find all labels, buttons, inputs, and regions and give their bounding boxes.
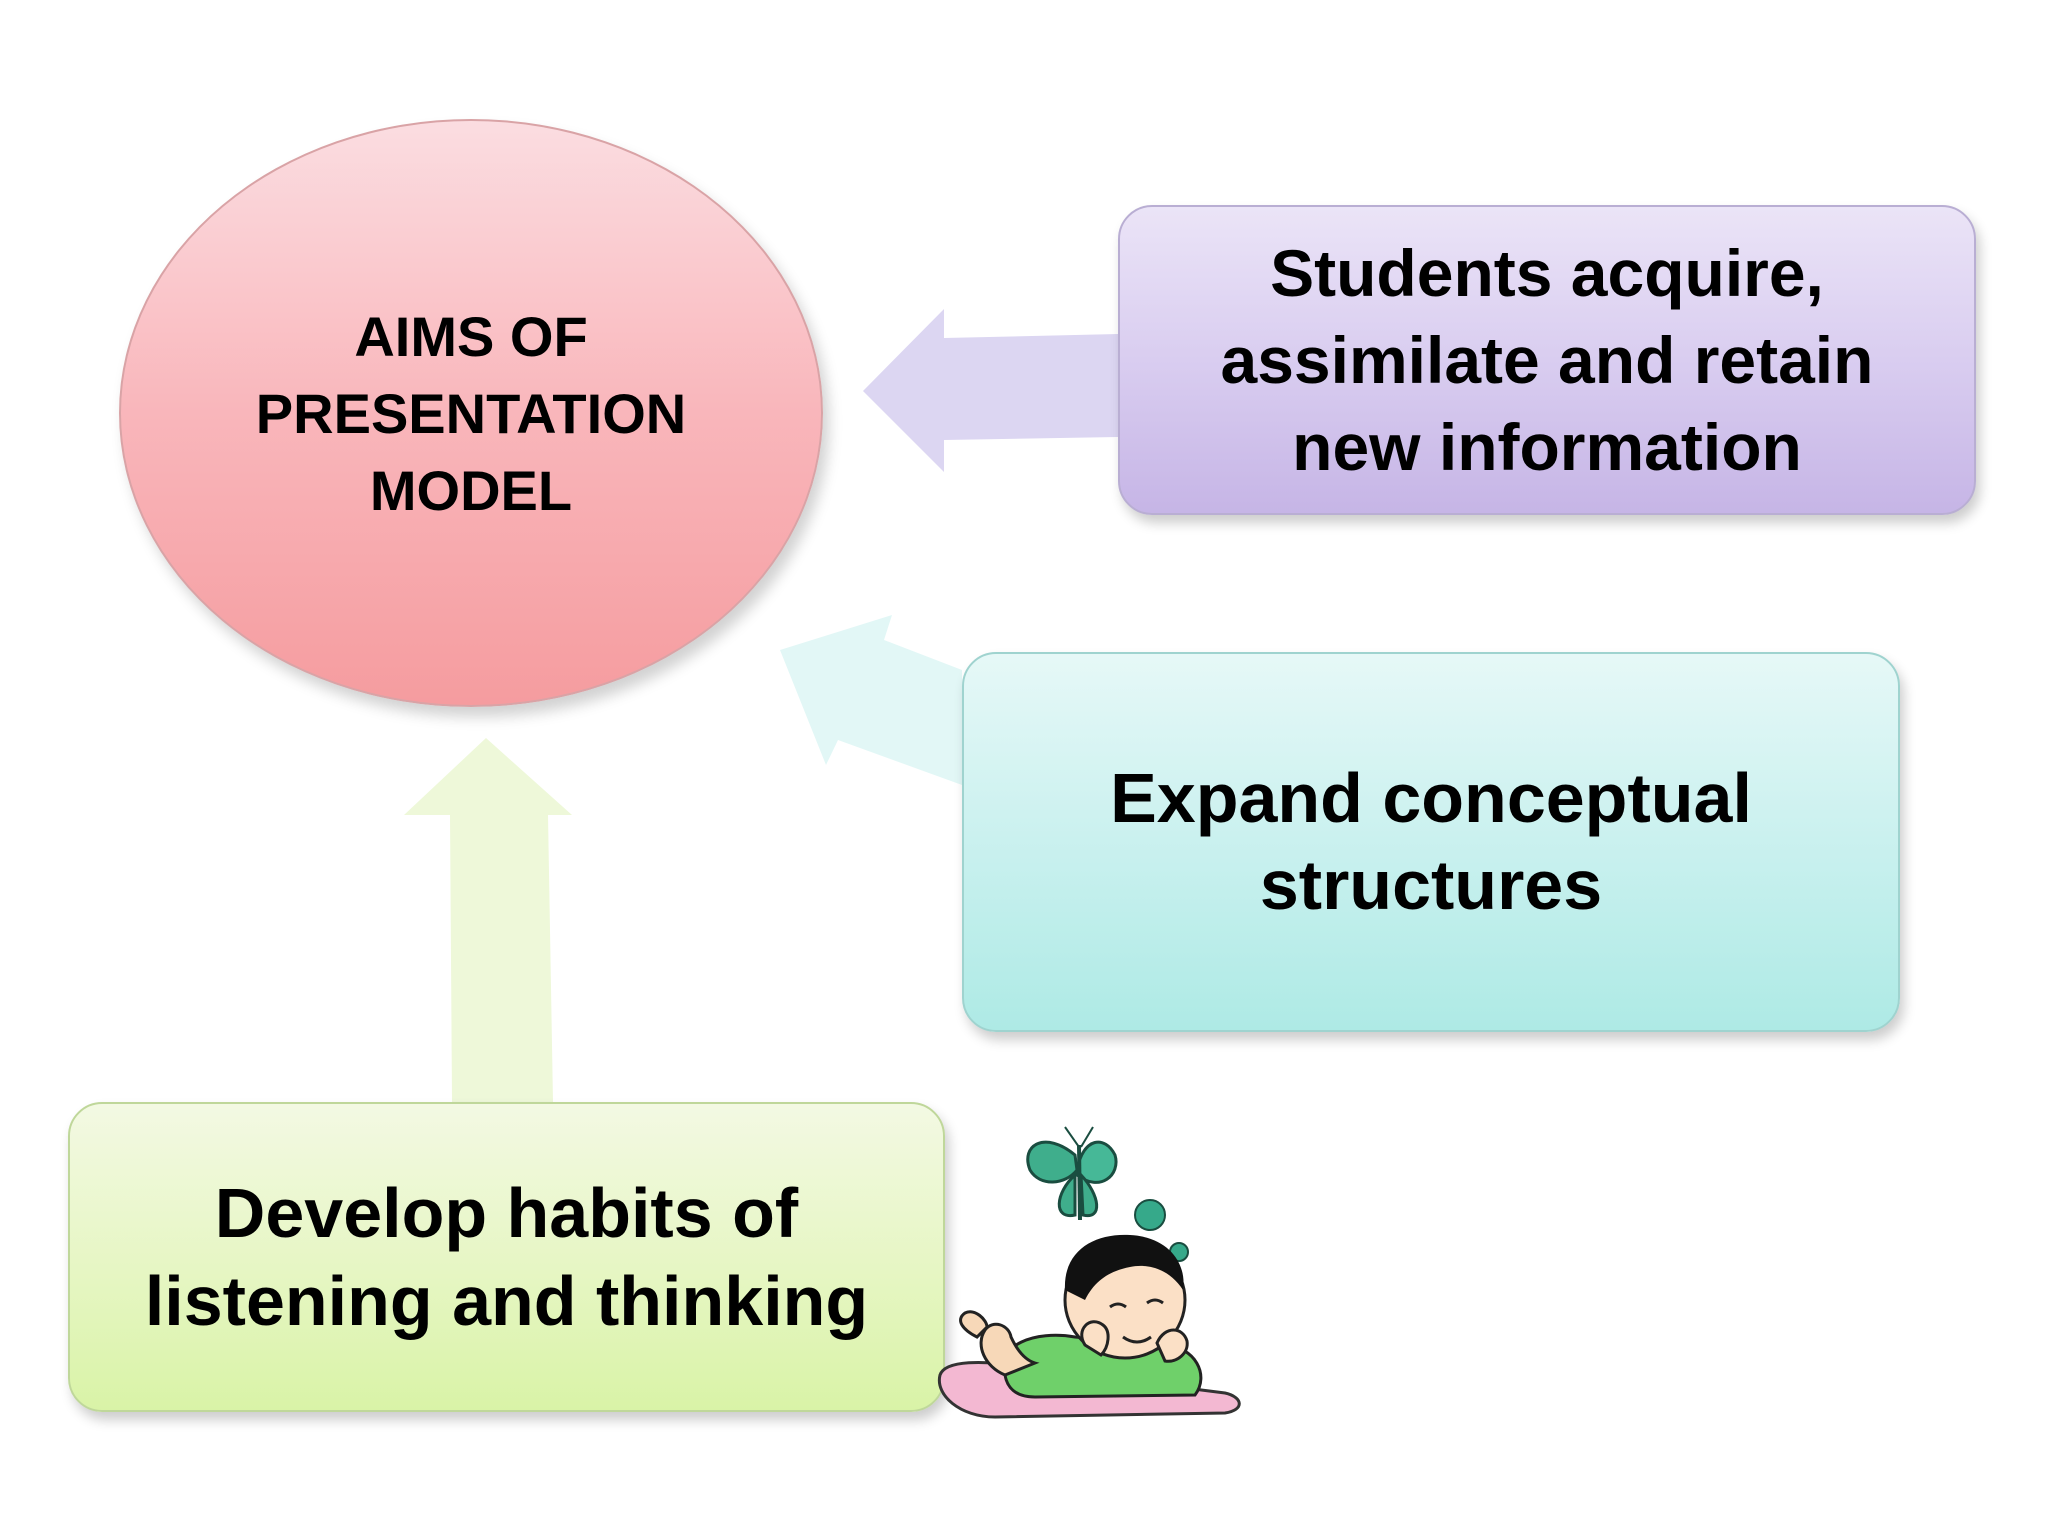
child-daydreaming-icon [937, 1126, 1241, 1419]
box-students: Students acquire, assimilate and retain … [1118, 205, 1976, 515]
box-expand: Expand conceptual structures [962, 652, 1900, 1032]
box-students-text: Students acquire, assimilate and retain … [1220, 235, 1874, 484]
box-expand-text: Expand conceptual structures [1110, 759, 1752, 924]
butterfly-icon [1026, 1126, 1118, 1221]
box-develop: Develop habits of listening and thinking [68, 1102, 945, 1412]
arrow-from-students [863, 309, 1118, 472]
center-ellipse: AIMS OF PRESENTATION MODEL [119, 119, 823, 707]
box-develop-text: Develop habits of listening and thinking [144, 1174, 869, 1340]
arrow-from-expand [780, 615, 962, 785]
arrow-from-develop [404, 738, 572, 1102]
center-title: AIMS OF PRESENTATION MODEL [255, 304, 687, 522]
